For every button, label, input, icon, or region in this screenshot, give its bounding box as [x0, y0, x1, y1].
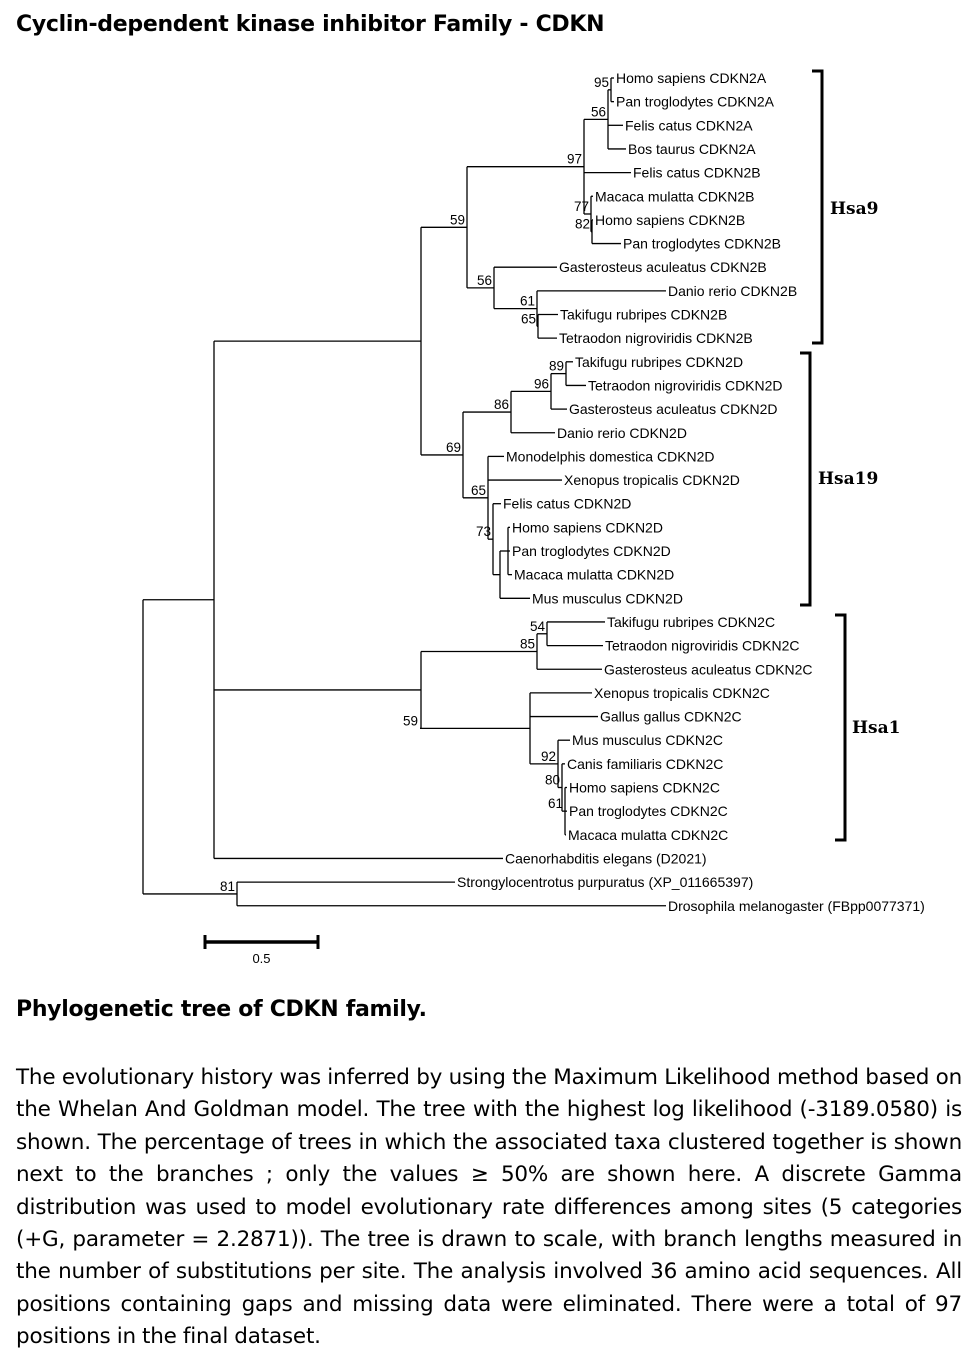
leaf-label: Pan troglodytes CDKN2B — [623, 236, 781, 252]
leaf-label: Mus musculus CDKN2D — [532, 590, 683, 606]
leaf-label: Homo sapiens CDKN2C — [569, 780, 720, 796]
caption-body: The evolutionary history was inferred by… — [16, 1065, 962, 1350]
bootstrap-value: 69 — [446, 440, 461, 455]
leaf-label: Pan troglodytes CDKN2C — [569, 803, 728, 819]
bootstrap-value: 77 — [574, 199, 589, 214]
leaf-label: Tetraodon nigroviridis CDKN2B — [559, 330, 753, 346]
bootstrap-value: 82 — [575, 217, 590, 232]
leaf-label: Takifugu rubripes CDKN2C — [607, 614, 775, 630]
group-label: Hsa19 — [818, 469, 878, 489]
leaf-label: Pan troglodytes CDKN2A — [616, 94, 775, 110]
leaf-label: Danio rerio CDKN2B — [668, 283, 797, 299]
leaf-label: Caenorhabditis elegans (D2021) — [505, 850, 707, 866]
leaf-label: Felis catus CDKN2B — [633, 165, 761, 181]
group-label: Hsa1 — [852, 718, 900, 738]
leaf-label: Takifugu rubripes CDKN2B — [560, 307, 727, 323]
caption-title: Phylogenetic tree of CDKN family. — [16, 997, 427, 1022]
leaf-label: Homo sapiens CDKN2A — [616, 70, 767, 86]
bootstrap-value: 73 — [476, 524, 491, 539]
leaf-label: Canis familiaris CDKN2C — [567, 756, 723, 772]
leaf-label: Pan troglodytes CDKN2D — [512, 543, 671, 559]
leaf-label: Bos taurus CDKN2A — [628, 141, 756, 157]
leaf-label: Felis catus CDKN2D — [503, 496, 631, 512]
scale-bar: 0.5 — [203, 935, 320, 966]
bootstrap-value: 59 — [450, 212, 465, 227]
leaf-label: Macaca mulatta CDKN2C — [568, 827, 728, 843]
leaf-label: Danio rerio CDKN2D — [557, 425, 687, 441]
leaf-label: Tetraodon nigroviridis CDKN2D — [588, 377, 783, 393]
bootstrap-value: 89 — [549, 359, 564, 374]
leaf-label: Macaca mulatta CDKN2D — [514, 567, 674, 583]
leaf-label: Mus musculus CDKN2C — [572, 732, 723, 748]
bootstrap-value: 96 — [534, 376, 549, 391]
bootstrap-value: 65 — [471, 483, 486, 498]
leaf-label: Tetraodon nigroviridis CDKN2C — [605, 638, 800, 654]
bootstrap-value: 97 — [567, 152, 582, 167]
leaf-labels: Homo sapiens CDKN2A Pan troglodytes CDKN2… — [457, 70, 925, 914]
bootstrap-value: 61 — [520, 294, 535, 309]
page-title: Cyclin-dependent kinase inhibitor Family… — [16, 12, 605, 37]
leaf-label: Gasterosteus aculeatus CDKN2C — [604, 661, 813, 677]
leaf-label: Homo sapiens CDKN2D — [512, 519, 663, 535]
leaf-label: Xenopus tropicalis CDKN2D — [564, 472, 740, 488]
bootstrap-value: 95 — [594, 75, 609, 90]
bootstrap-value: 80 — [545, 773, 560, 788]
bootstrap-value: 86 — [494, 397, 509, 412]
leaf-label: Monodelphis domestica CDKN2D — [506, 448, 715, 464]
leaf-label: Gasterosteus aculeatus CDKN2B — [559, 259, 767, 275]
leaf-label: Drosophila melanogaster (FBpp0077371) — [668, 898, 925, 914]
leaf-label: Homo sapiens CDKN2B — [595, 212, 745, 228]
bootstrap-value: 85 — [520, 637, 535, 652]
bootstrap-value: 65 — [521, 311, 536, 326]
bootstrap-value: 56 — [591, 104, 606, 119]
leaf-label: Strongylocentrotus purpuratus (XP_011665… — [457, 874, 753, 890]
group-bracket — [812, 69, 824, 345]
leaf-label: Gallus gallus CDKN2C — [600, 709, 742, 725]
tree-branches — [142, 77, 666, 907]
bootstrap-value: 92 — [541, 749, 556, 764]
bootstrap-value: 54 — [530, 619, 546, 634]
phylogenetic-tree: Homo sapiens CDKN2A Pan troglodytes CDKN2… — [142, 69, 925, 966]
leaf-label: Felis catus CDKN2A — [625, 117, 753, 133]
group-bracket — [835, 613, 847, 842]
scale-label: 0.5 — [252, 951, 270, 966]
group-label: Hsa9 — [830, 199, 878, 219]
bootstrap-value: 56 — [477, 273, 492, 288]
leaf-label: Gasterosteus aculeatus CDKN2D — [569, 401, 778, 417]
group-bracket — [800, 351, 812, 607]
bootstrap-value: 59 — [403, 713, 418, 728]
leaf-label: Takifugu rubripes CDKN2D — [575, 354, 743, 370]
leaf-label: Macaca mulatta CDKN2B — [595, 188, 755, 204]
bootstrap-value: 81 — [220, 879, 235, 894]
bootstrap-value: 61 — [548, 796, 563, 811]
leaf-label: Xenopus tropicalis CDKN2C — [594, 685, 770, 701]
